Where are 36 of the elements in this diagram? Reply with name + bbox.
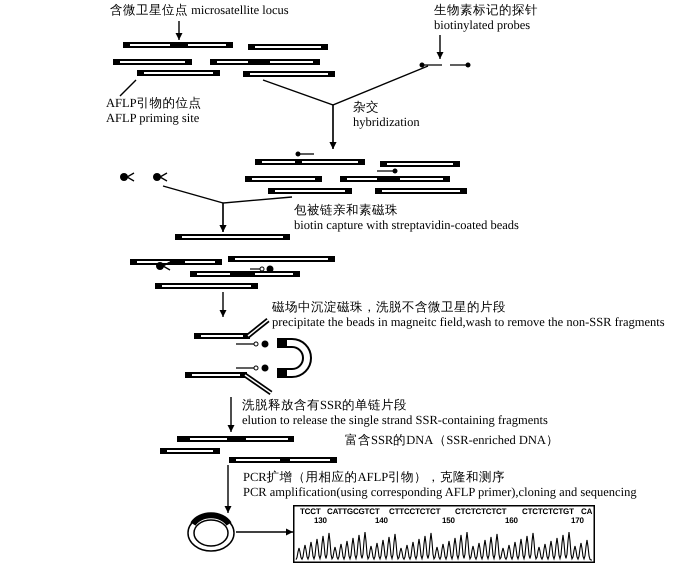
sequence-text: CATTGCGTCT bbox=[327, 507, 380, 516]
callout-label: 生物素标记的探针 bbox=[434, 3, 539, 18]
arrow bbox=[330, 65, 428, 149]
step-label: 磁场中沉淀磁珠，洗脱不含微卫星的片段 bbox=[272, 300, 506, 315]
arrow bbox=[436, 35, 444, 59]
leader-line bbox=[120, 80, 136, 96]
position-number: 150 bbox=[442, 516, 455, 525]
step-label: PCR扩增（用相应的AFLP引物），克隆和测序 bbox=[243, 470, 506, 485]
step-label: 包被链亲和素磁珠 bbox=[294, 203, 398, 218]
callout-label: biotinylated probes bbox=[434, 18, 532, 33]
callout-label: 含微卫星位点 microsatellite locus bbox=[110, 3, 290, 18]
sequence-text: CA bbox=[581, 507, 592, 516]
position-number: 160 bbox=[505, 516, 518, 525]
sequence-text: CTCTCTCTGT bbox=[522, 507, 574, 516]
caption-text: 富含SSR的DNA（SSR-enriched DNA） bbox=[345, 433, 559, 448]
position-number: 130 bbox=[314, 516, 327, 525]
step-label: elution to release the single strand SSR-containing fragments bbox=[242, 413, 548, 428]
sequence-text: TCCT bbox=[300, 507, 321, 516]
arrow bbox=[224, 465, 232, 513]
step-label: 洗脱释放含有SSR的单链片段 bbox=[242, 398, 408, 413]
arrow bbox=[220, 292, 226, 317]
step-label: precipitate the beads in magneitc field,wash to remove the non-SSR fragments bbox=[272, 315, 665, 330]
arrow bbox=[220, 196, 292, 232]
arrow bbox=[236, 528, 293, 536]
sequence-text: CTTCCTCTCT bbox=[389, 507, 440, 516]
arrow bbox=[228, 397, 234, 432]
step-label: 杂交 bbox=[353, 100, 379, 115]
step-label: hybridization bbox=[353, 115, 420, 130]
step-label: PCR amplification(using corresponding AFLP primer),cloning and sequencing bbox=[243, 485, 637, 500]
sequence-text: CTCTCTCTCT bbox=[455, 507, 506, 516]
step-label: biotin capture with streptavidin-coated beads bbox=[294, 218, 519, 233]
callout-label: AFLP引物的位点 bbox=[106, 96, 203, 111]
arrow bbox=[176, 21, 182, 40]
callout-label: AFLP priming site bbox=[106, 111, 200, 126]
position-number: 140 bbox=[375, 516, 388, 525]
position-number: 170 bbox=[571, 516, 584, 525]
